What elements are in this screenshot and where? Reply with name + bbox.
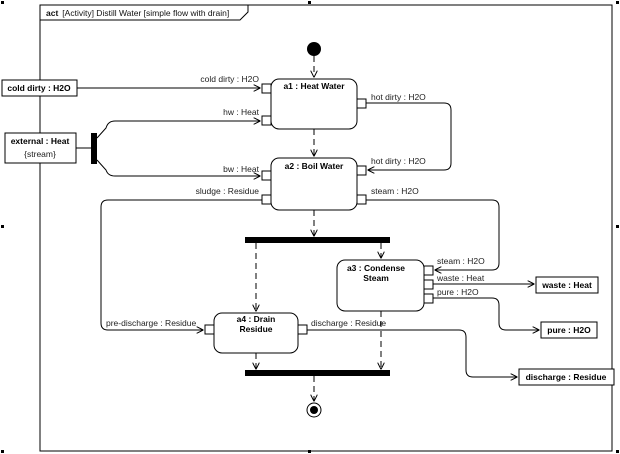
pin-label-a4-pre-discharge: pre-discharge : Residue <box>106 318 197 328</box>
initial-node <box>307 42 321 56</box>
param-waste-heat-label: waste : Heat <box>541 280 592 290</box>
object-flow-discharge <box>307 329 517 377</box>
action-a2-label: a2 : Boil Water <box>285 161 344 171</box>
pin-a2-steam[interactable] <box>356 194 367 205</box>
pin-label-a1-hot-dirty: hot dirty : H2O <box>371 92 426 102</box>
pin-label-a2-steam: steam : H2O <box>371 186 419 196</box>
pin-label-a2-hot-dirty: hot dirty : H2O <box>371 156 426 166</box>
action-a4-label-line1: a4 : Drain <box>237 314 276 324</box>
pin-a1-cold-dirty[interactable] <box>261 83 272 94</box>
pin-a2-hot-dirty[interactable] <box>356 165 367 176</box>
pin-a4-pre-discharge[interactable] <box>204 324 215 335</box>
pin-a3-steam[interactable] <box>423 265 434 276</box>
frame-keyword: act <box>46 8 58 18</box>
frame-title: act [Activity] Distill Water [simple flow… <box>46 8 229 18</box>
pin-label-a3-steam: steam : H2O <box>437 256 485 266</box>
frame-title-text: [Activity] Distill Water [simple flow wi… <box>62 8 229 18</box>
param-discharge-residue-label: discharge : Residue <box>526 372 607 382</box>
param-pure-h2o[interactable] <box>540 321 598 339</box>
pin-label-a4-discharge: discharge : Residue <box>311 318 386 328</box>
heat-fork-bar <box>91 133 97 164</box>
pin-a4-discharge[interactable] <box>297 324 308 335</box>
param-pure-h2o-label: pure : H2O <box>547 325 591 335</box>
action-a1-label: a1 : Heat Water <box>283 81 345 91</box>
action-a4-label-line2: Residue <box>239 324 272 334</box>
object-flow-pure <box>433 297 539 330</box>
pin-a1-hw[interactable] <box>261 115 272 126</box>
param-external-heat-label: external : Heat <box>11 136 70 146</box>
pin-a3-pure[interactable] <box>423 293 434 304</box>
pin-label-a1-cold-dirty: cold dirty : H2O <box>200 74 259 84</box>
action-a3-label-line1: a3 : Condense <box>347 263 405 273</box>
param-waste-heat[interactable] <box>535 276 599 294</box>
object-flow-heat-hw <box>96 121 260 139</box>
pin-a1-hot-dirty[interactable] <box>356 98 367 109</box>
param-discharge-residue[interactable] <box>518 368 615 386</box>
object-flow-heat-bw <box>96 159 260 176</box>
pin-a2-sludge[interactable] <box>261 194 272 205</box>
object-flow-sludge <box>100 199 262 330</box>
join-bar <box>245 370 390 376</box>
pin-a3-waste[interactable] <box>423 279 434 290</box>
object-flow-steam <box>366 199 500 270</box>
pin-label-a2-bw: bw : Heat <box>223 164 260 174</box>
param-cold-dirty-label: cold dirty : H2O <box>7 83 71 93</box>
diagram-frame <box>39 4 613 452</box>
fork-bar <box>245 237 390 243</box>
pin-label-a2-sludge: sludge : Residue <box>196 186 260 196</box>
param-external-heat[interactable] <box>4 132 77 164</box>
frame-title-tab <box>40 5 249 21</box>
pin-label-a3-waste: waste : Heat <box>436 273 485 283</box>
action-a3-label-line2: Steam <box>363 273 389 283</box>
object-flow-hot-dirty <box>366 102 452 170</box>
param-external-stereotype: {stream} <box>24 149 56 159</box>
pin-a2-bw[interactable] <box>261 170 272 181</box>
pin-label-a3-pure: pure : H2O <box>437 287 479 297</box>
pin-label-a1-hw: hw : Heat <box>223 107 260 117</box>
final-node-inner <box>310 406 318 414</box>
